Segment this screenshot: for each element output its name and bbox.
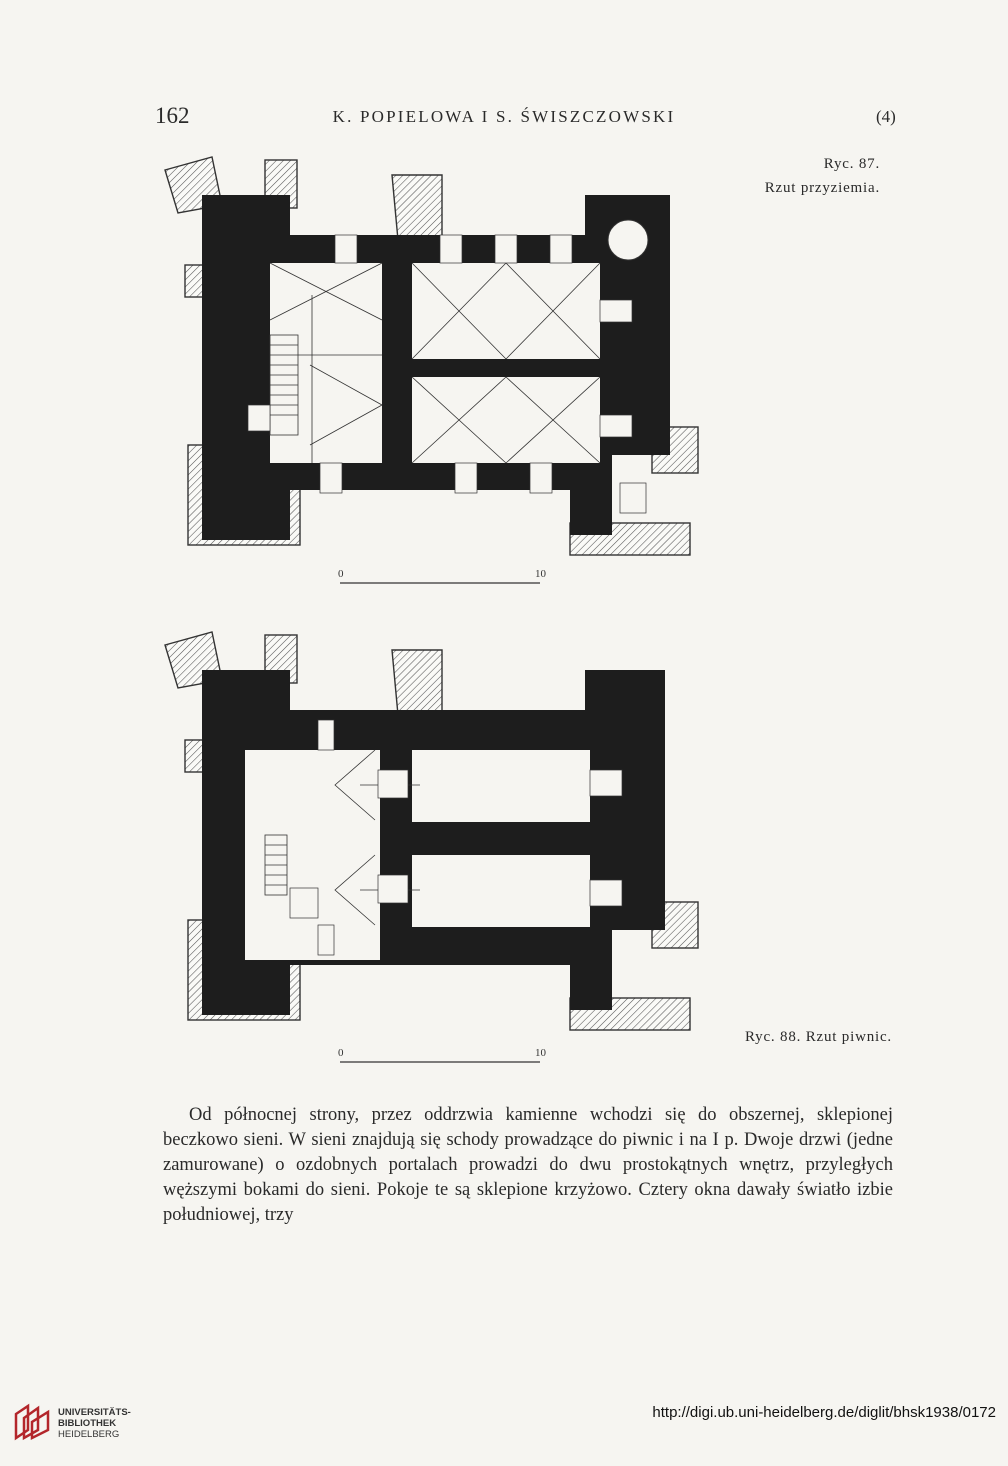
spiral-stair [607,219,649,261]
cellar-plan: 0 10 [164,631,699,1063]
logo-line-2: BIBLIOTHEK [58,1418,117,1429]
body-paragraph: Od północnej strony, przez oddrzwia kami… [163,1105,893,1225]
section-number: (4) [876,107,896,126]
cellar-north [412,750,590,822]
buttress [391,174,443,241]
scale-end: 10 [535,1047,547,1059]
buttress [391,649,443,716]
cellar-south [412,855,590,927]
logo-line-3: HEIDELBERG [58,1429,120,1440]
figure-87-title: Rzut przyziemia. [764,180,880,196]
library-logo-icon [14,1403,50,1441]
library-logo[interactable]: UNIVERSITÄTS- BIBLIOTHEK HEIDELBERG [12,1402,142,1448]
running-title: K. POPIELOWA I S. ŚWISZCZOWSKI [332,107,676,126]
figure-87-caption: Ryc. 87. Rzut przyziemia. [725,152,880,200]
scale-end: 10 [535,568,547,580]
logo-line-1: UNIVERSITÄTS- [58,1407,131,1418]
figure-88-caption: Ryc. 88. Rzut piwnic. [744,1029,892,1045]
south-room [412,377,600,463]
north-room [412,263,600,359]
source-url-link[interactable]: http://digi.ub.uni-heidelberg.de/diglit/… [652,1404,996,1421]
ground-floor-plan: 0 10 [164,156,699,584]
scale-start: 0 [338,1047,344,1059]
figure-87-number: Ryc. 87. [823,156,880,172]
page-number: 162 [155,103,190,128]
scale-start: 0 [338,568,344,580]
body-text: Od północnej strony, przez oddrzwia kami… [163,1103,893,1228]
